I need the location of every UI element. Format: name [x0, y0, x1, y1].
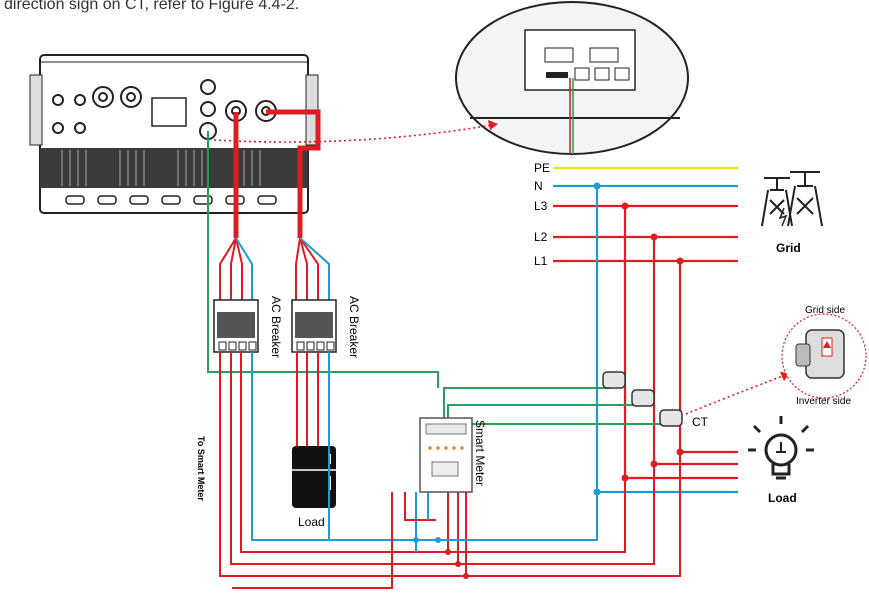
ac-breaker-left-label: AC Breaker	[269, 296, 283, 358]
bus-lines	[553, 166, 738, 263]
smart-meter	[419, 417, 473, 493]
load-label-right: Load	[768, 491, 797, 505]
ct-label: CT	[692, 415, 709, 429]
ac-breaker-right-label: AC Breaker	[347, 296, 361, 358]
inverter-side-label: Inverter side	[796, 396, 851, 407]
line-label-n: N	[534, 179, 543, 193]
ac-breaker-left	[213, 299, 259, 353]
light-bulb-icon	[748, 416, 814, 480]
smart-meter-label: Smart Meter	[473, 420, 487, 486]
transmission-tower-icon	[761, 171, 823, 227]
line-label-pe: PE	[534, 161, 550, 175]
ac-breaker-right	[291, 299, 337, 353]
grid-label: Grid	[776, 241, 801, 255]
line-label-l3: L3	[534, 199, 548, 213]
port-zoom-callout	[455, 1, 689, 155]
ct-detail	[781, 313, 867, 399]
line-label-l1: L1	[534, 254, 548, 268]
to-smart-meter-label: To Smart Meter	[196, 436, 206, 501]
header-text: direction sign on CT, refer to Figure 4.…	[4, 0, 300, 13]
line-label-l2: L2	[534, 230, 548, 244]
ct-clamps	[602, 371, 683, 427]
load-label-left: Load	[298, 515, 325, 529]
grid-side-label: Grid side	[805, 305, 845, 316]
inverter-unit	[29, 54, 319, 214]
inverter-ports	[52, 79, 277, 140]
